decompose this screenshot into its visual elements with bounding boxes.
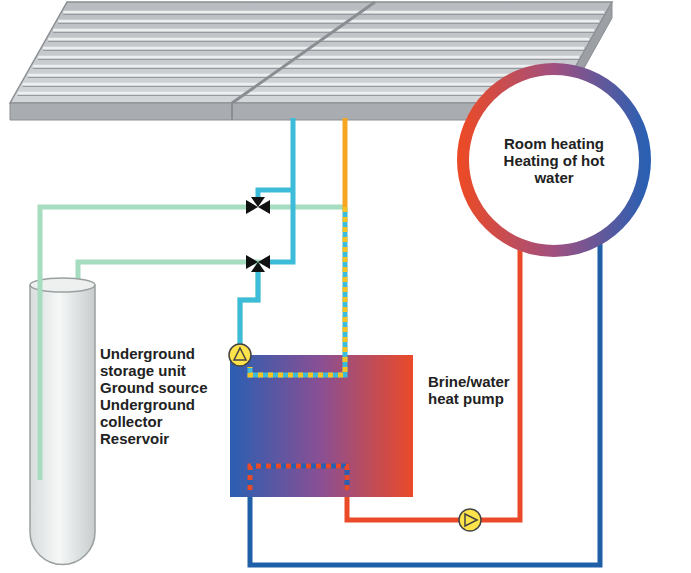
part-label: Ground source: [100, 379, 225, 396]
circle-label: Room heating: [484, 135, 624, 152]
panel-divider: [231, 103, 233, 120]
collector-rib: [28, 74, 569, 77]
circle-label: Heating of hot water: [484, 152, 624, 186]
text-group: Room heatingHeating of hot water: [484, 135, 624, 186]
condenser-loop: [250, 466, 347, 490]
orange-pipe: [343, 118, 348, 207]
condenser-loop: [250, 466, 347, 490]
collector-rib: [53, 32, 594, 33]
collector-return: [250, 207, 345, 375]
three-way-valve: [246, 197, 270, 214]
collector-rib: [48, 38, 589, 41]
three-way-valve: [246, 255, 270, 272]
panel-divider: [232, 2, 375, 103]
green-pipe: [265, 205, 345, 210]
heat-pump-node: Brine/water heat pump: [230, 355, 413, 497]
part-label: Reservoir: [100, 430, 225, 447]
collector-rib: [33, 65, 574, 68]
part-label: Brine/water heat pump: [428, 373, 528, 407]
part-label: Underground collector: [100, 396, 225, 430]
collector-rib: [18, 92, 559, 95]
cyan-pipe: [240, 270, 258, 344]
collector-rib: [63, 14, 604, 15]
collector-return: [250, 207, 345, 375]
text-group: Underground storage unitGround sourceUnd…: [100, 345, 225, 447]
storage-node: Underground storage unitGround sourceUnd…: [30, 280, 95, 565]
collector-rib: [58, 20, 599, 23]
pipe-connector: [78, 262, 258, 355]
collector-rib: [23, 86, 564, 87]
collector-rib: [23, 83, 564, 86]
collector-rib: [53, 29, 594, 32]
collector-rib: [38, 59, 579, 60]
collector-rib: [38, 56, 579, 59]
green-pipe: [40, 207, 250, 480]
collector-rib: [33, 68, 574, 69]
collector-rib: [63, 11, 604, 14]
heating-ring: [463, 69, 645, 251]
collector-rib: [43, 50, 584, 51]
heating-circle-node: Room heatingHeating of hot water: [457, 63, 651, 257]
text-group: Brine/water heat pump: [428, 373, 528, 407]
circulation-pump: [229, 344, 251, 366]
collector-rib: [28, 77, 569, 78]
part-label: Underground storage unit: [100, 345, 225, 379]
collector-rib: [18, 95, 559, 96]
circulation-pump: [459, 509, 481, 531]
collector-rib: [58, 23, 599, 24]
